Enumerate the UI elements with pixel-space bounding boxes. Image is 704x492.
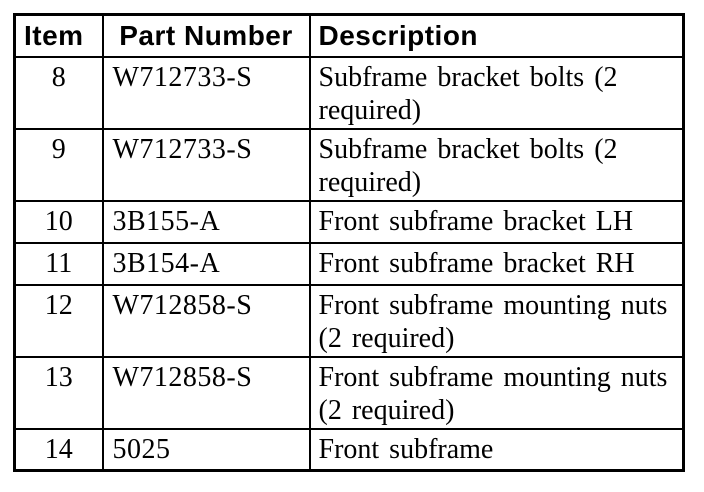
table-row: 13 W712858-S Front subframe mounting nut… [13, 355, 685, 430]
header-description: Description [308, 13, 685, 58]
table-row: 10 3B155-A Front subframe bracket LH [13, 199, 685, 244]
table-row: 8 W712733-S Subframe bracket bolts (2 re… [13, 55, 685, 130]
part-number-cell: W712733-S [101, 55, 311, 130]
description-cell: Front subframe mounting nuts (2 required… [308, 355, 685, 430]
parts-table: Item Part Number Description 8 W712733-S… [13, 13, 685, 472]
description-cell: Front subframe bracket LH [308, 199, 685, 244]
table-row: 14 5025 Front subframe [13, 427, 685, 472]
table-row: 12 W712858-S Front subframe mounting nut… [13, 283, 685, 358]
description-cell: Subframe bracket bolts (2 required) [308, 127, 685, 202]
table-row: 9 W712733-S Subframe bracket bolts (2 re… [13, 127, 685, 202]
item-cell: 8 [13, 55, 104, 130]
description-cell: Front subframe mounting nuts (2 required… [308, 283, 685, 358]
item-cell: 9 [13, 127, 104, 202]
item-cell: 13 [13, 355, 104, 430]
part-number-cell: 3B155-A [101, 199, 311, 244]
part-number-cell: W712733-S [101, 127, 311, 202]
table-row: 11 3B154-A Front subframe bracket RH [13, 241, 685, 286]
description-cell: Subframe bracket bolts (2 required) [308, 55, 685, 130]
item-cell: 11 [13, 241, 104, 286]
table-header-row: Item Part Number Description [13, 13, 685, 58]
part-number-cell: W712858-S [101, 355, 311, 430]
description-cell: Front subframe [308, 427, 685, 472]
part-number-cell: 5025 [101, 427, 311, 472]
item-cell: 12 [13, 283, 104, 358]
header-item: Item [13, 13, 104, 58]
item-cell: 14 [13, 427, 104, 472]
part-number-cell: W712858-S [101, 283, 311, 358]
header-part-number: Part Number [101, 13, 311, 58]
item-cell: 10 [13, 199, 104, 244]
part-number-cell: 3B154-A [101, 241, 311, 286]
description-cell: Front subframe bracket RH [308, 241, 685, 286]
